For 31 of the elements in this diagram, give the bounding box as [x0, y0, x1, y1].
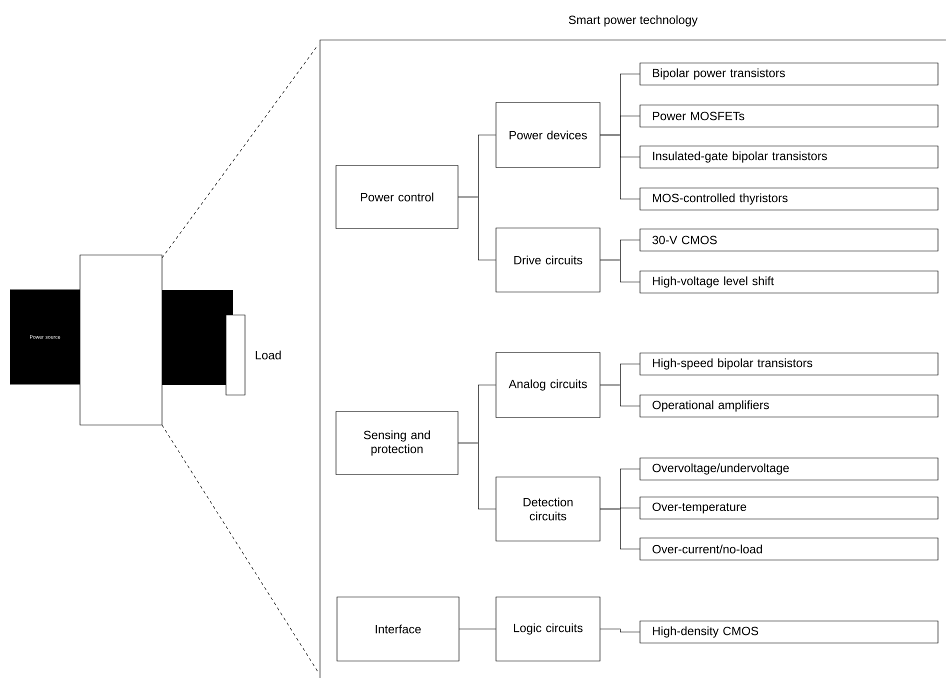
technology-box: Operational amplifiers: [640, 394, 938, 418]
technology-box: Bipolar power transistors: [640, 62, 938, 86]
connector-line: [458, 442, 496, 510]
connector-line: [600, 508, 640, 550]
connector-line: [458, 196, 496, 260]
technology-box: 30-V CMOS: [640, 228, 938, 252]
function-box: Sensing and protection: [336, 411, 458, 475]
circuit-box: Analog circuits: [496, 352, 600, 418]
circuit-box: Detection circuits: [496, 476, 600, 542]
technology-box: High-voltage level shift: [640, 270, 938, 294]
technology-box: MOS-controlled thyristors: [640, 188, 938, 210]
title: Smart power technology: [568, 15, 698, 26]
technology-box: Over-current/no-load: [640, 538, 938, 560]
technology-box: Over-temperature: [640, 496, 938, 520]
node-label: Load: [256, 350, 281, 360]
connector-line: [600, 134, 640, 200]
circuit-box: Power devices: [496, 102, 600, 168]
technology-box: Insulated-gate bipolar transistors: [640, 146, 938, 168]
technology-box: Power MOSFETs: [640, 104, 938, 128]
technology-box: High-density CMOS: [640, 620, 938, 644]
connector-line: [600, 628, 640, 632]
function-box: Interface: [336, 596, 460, 662]
technology-box: High-speed bipolar transistors: [640, 352, 938, 376]
connector-line: [600, 384, 640, 406]
connector-line: [600, 260, 640, 282]
technology-box: Overvoltage/undervoltage: [640, 458, 938, 480]
function-box: Power control: [336, 165, 458, 229]
connector-line: [459, 628, 496, 630]
load-box: Load: [226, 314, 281, 396]
circuit-box: Drive circuits: [496, 228, 600, 292]
circuit-box: Logic circuits: [496, 596, 600, 662]
